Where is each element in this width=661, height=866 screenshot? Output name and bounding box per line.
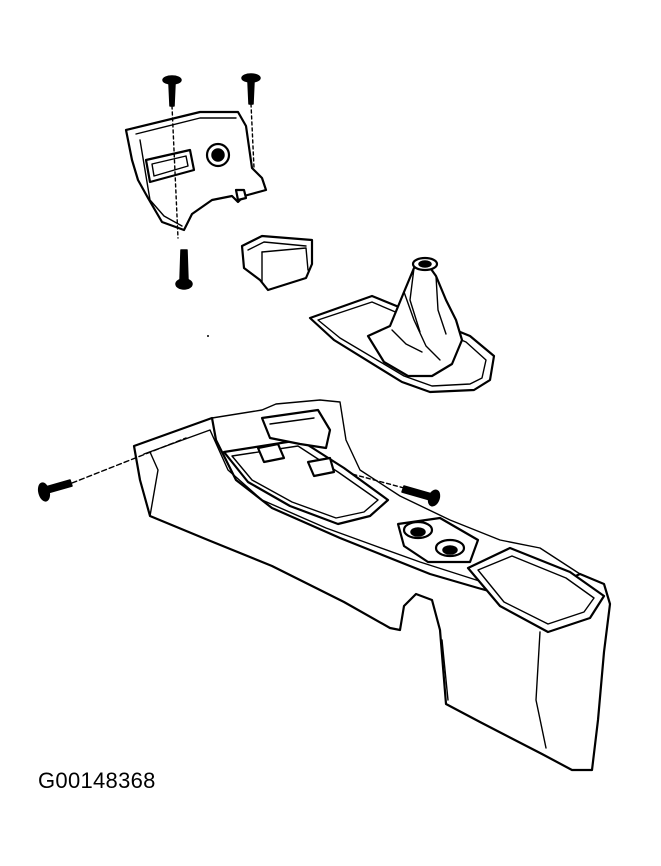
shift-boot [308,256,496,394]
stray-dot [207,335,209,337]
bracket-screw-bottom [175,249,193,290]
screw-guide-line [351,473,405,489]
screw-guide-line [71,437,187,484]
figure-id-label: G00148368 [38,768,156,793]
screw-guide-line [250,103,255,169]
console-screw-left [37,479,73,502]
bracket-screw-top-left [162,75,182,107]
console-screw-right [401,485,441,507]
upper-bracket [124,110,268,232]
bracket-screw-top-right [241,73,261,105]
screw-guide-line [171,105,179,239]
center-console [132,399,612,772]
storage-insert [240,234,314,292]
